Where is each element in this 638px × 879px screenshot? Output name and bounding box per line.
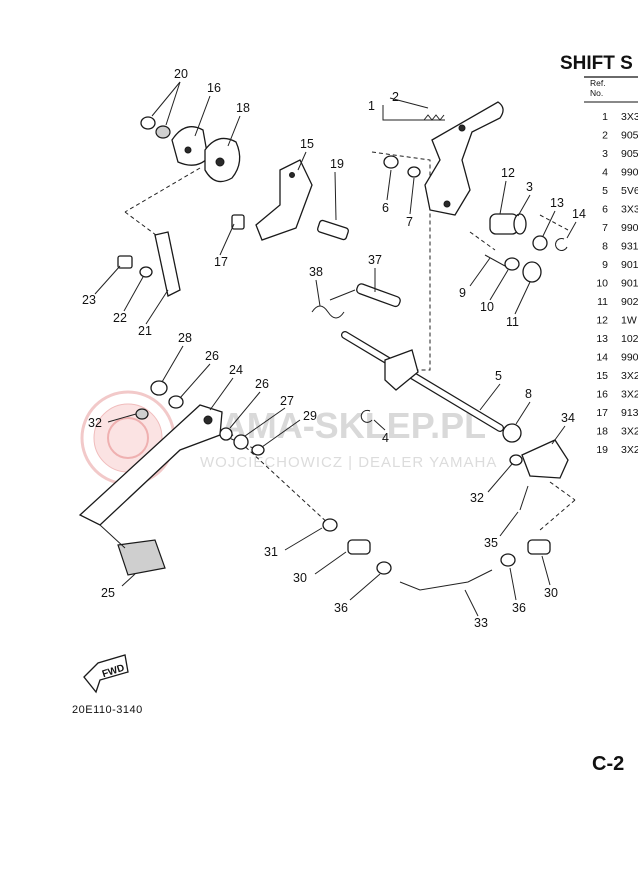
table-cell-ref: 3 <box>602 148 608 160</box>
table-header-ref: Ref. <box>590 78 606 88</box>
table-cell-ref: 19 <box>596 444 608 456</box>
callout: 24 <box>229 363 243 377</box>
drawing-code: 20E110-3140 <box>72 704 143 716</box>
callout: 18 <box>236 101 250 115</box>
table-cell-ref: 4 <box>602 167 608 179</box>
table-cell-part-no: 3X2 <box>621 426 638 438</box>
table-cell-ref: 5 <box>602 185 608 197</box>
table-cell-part-no: 5V6 <box>621 185 638 197</box>
table-cell-part-no: 102 <box>621 333 638 345</box>
table-cell-part-no: 3X2 <box>621 389 638 401</box>
callout: 21 <box>138 324 152 338</box>
callout: 32 <box>470 491 484 505</box>
table-cell-ref: 7 <box>602 222 608 234</box>
callout: 11 <box>506 315 519 329</box>
table-cell-ref: 6 <box>602 204 608 216</box>
table-cell-ref: 18 <box>596 426 608 438</box>
table-cell-part-no: 913 <box>621 407 638 419</box>
callout: 26 <box>205 349 219 363</box>
callout: 30 <box>293 571 307 585</box>
parts-table: 1 3X3 2 905 3 905 4 990 5 5V6 6 3X3 7 990 8 931 9 901 10 90… <box>596 111 638 456</box>
table-cell-part-no: 990 <box>621 352 638 364</box>
table-cell-ref: 12 <box>596 315 608 327</box>
callout: 38 <box>309 265 323 279</box>
table-cell-part-no: 3X3 <box>621 204 638 216</box>
callout: 9 <box>459 286 466 300</box>
table-cell-ref: 13 <box>596 333 608 345</box>
table-cell-part-no: 3X2 <box>621 370 638 382</box>
table-cell-part-no: 931 <box>621 241 638 253</box>
table-cell-ref: 2 <box>602 130 608 142</box>
callout-leaders <box>94 81 577 617</box>
callout: 12 <box>501 166 515 180</box>
callout: 35 <box>484 536 498 550</box>
table-cell-part-no: 902 <box>621 296 638 308</box>
table-cell-ref: 10 <box>596 278 608 290</box>
callout: 10 <box>480 300 494 314</box>
callout: 28 <box>178 331 192 345</box>
callout: 36 <box>512 601 526 615</box>
table-cell-part-no: 901 <box>621 278 638 290</box>
table-cell-part-no: 1W <box>621 315 637 327</box>
table-cell-part-no: 905 <box>621 148 638 160</box>
callout: 7 <box>406 215 413 229</box>
callout: 33 <box>474 616 488 630</box>
table-cell-ref: 15 <box>596 370 608 382</box>
callout: 2 <box>392 90 399 104</box>
callout: 3 <box>526 180 533 194</box>
diagram-title: SHIFT S <box>560 53 633 74</box>
table-cell-part-no: 901 <box>621 259 638 271</box>
table-cell-part-no: 3X3 <box>621 111 638 123</box>
callout: 16 <box>207 81 221 95</box>
callout: 15 <box>300 137 314 151</box>
callouts: 20 16 18 2 1 15 19 12 3 13 14 6 7 17 23 … <box>82 67 586 630</box>
leader-lines <box>124 97 576 531</box>
callout: 30 <box>544 586 558 600</box>
callout: 8 <box>525 387 532 401</box>
callout: 31 <box>264 545 278 559</box>
callout: 27 <box>280 394 294 408</box>
table-cell-part-no: 990 <box>621 222 638 234</box>
table-cell-part-no: 3X2 <box>621 444 638 456</box>
table-cell-ref: 17 <box>596 407 608 419</box>
table-cell-ref: 1 <box>602 111 608 123</box>
callout: 25 <box>101 586 115 600</box>
callout: 6 <box>382 201 389 215</box>
callout: 29 <box>303 409 317 423</box>
table-cell-ref: 14 <box>596 352 608 364</box>
callout: 26 <box>255 377 269 391</box>
table-cell-ref: 9 <box>602 259 608 271</box>
table-header-no: No. <box>590 88 603 98</box>
callout: 20 <box>174 67 188 81</box>
callout: 14 <box>572 207 586 221</box>
callout: 4 <box>382 431 389 445</box>
callout: 23 <box>82 293 96 307</box>
callout: 1 <box>368 99 375 113</box>
parts-artwork: FWD <box>78 101 569 694</box>
table-cell-ref: 16 <box>596 389 608 401</box>
callout: 37 <box>368 253 382 267</box>
callout: 5 <box>495 369 502 383</box>
callout: 13 <box>550 196 564 210</box>
watermark-dealer: WOJCIECHOWICZ | DEALER YAMAHA <box>200 454 497 471</box>
table-cell-ref: 8 <box>602 241 608 253</box>
callout: 32 <box>88 416 102 430</box>
table-cell-part-no: 905 <box>621 130 638 142</box>
callout: 17 <box>214 255 228 269</box>
page-number: C-2 <box>592 753 624 775</box>
callout: 19 <box>330 157 344 171</box>
table-cell-part-no: 990 <box>621 167 638 179</box>
table-cell-ref: 11 <box>597 296 608 308</box>
callout: 22 <box>113 311 127 325</box>
callout: 34 <box>561 411 575 425</box>
callout: 36 <box>334 601 348 615</box>
